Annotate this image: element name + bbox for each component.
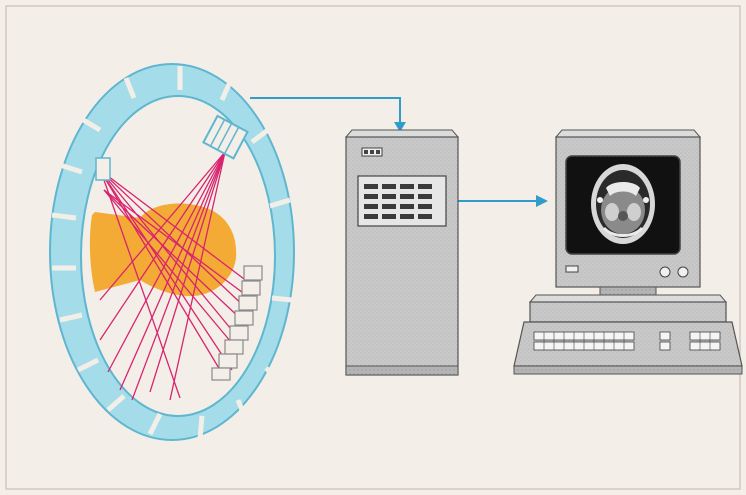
computer-tower-icon [346,130,458,375]
brain-ct-slice-icon [591,164,655,244]
small-detector-icon [96,158,110,180]
